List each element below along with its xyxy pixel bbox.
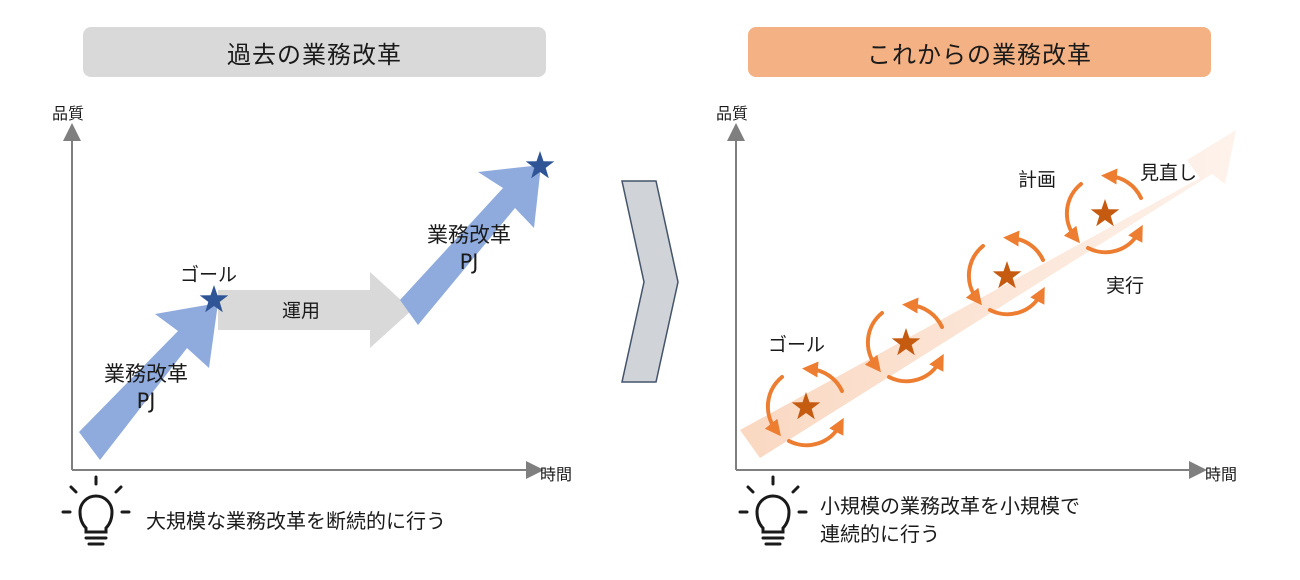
project-label-1: 業務改革 PJ xyxy=(104,361,188,415)
left-axes xyxy=(63,123,544,479)
cycle-arrows-icon xyxy=(764,168,1143,448)
right-note: 小規模の業務改革を小規模で 連続的に行う xyxy=(820,492,1080,548)
final-star-icon xyxy=(525,151,555,179)
right-x-axis-label: 時間 xyxy=(1205,465,1238,484)
cycle-star-icon xyxy=(791,392,821,420)
left-panel-title: 過去の業務改革 xyxy=(83,27,546,77)
operation-label: 運用 xyxy=(282,300,321,322)
cycle-star-icon xyxy=(891,328,921,356)
goal-star-icon xyxy=(199,285,229,313)
right-y-axis-label: 品質 xyxy=(716,104,749,123)
project-arrow-1 xyxy=(79,303,218,460)
lightbulb-icon xyxy=(738,475,808,546)
left-x-axis-label: 時間 xyxy=(540,465,573,484)
project-label-2-line2: PJ xyxy=(459,250,479,274)
review-label: 見直し xyxy=(1140,162,1198,184)
left-y-axis-label: 品質 xyxy=(52,104,85,123)
cycle-star-icon xyxy=(992,261,1022,289)
right-axes xyxy=(727,123,1207,479)
right-panel-title: これからの業務改革 xyxy=(748,27,1211,77)
operation-arrow xyxy=(218,272,412,348)
cycle-stars xyxy=(791,199,1120,420)
left-note: 大規模な業務改革を断続的に行う xyxy=(146,509,446,533)
right-note-line2: 連続的に行う xyxy=(820,522,940,546)
right-note-line1: 小規模の業務改革を小規模で xyxy=(820,494,1080,518)
project-arrow-2 xyxy=(400,165,541,325)
plan-label: 計画 xyxy=(1018,169,1057,191)
cycle-star-icon xyxy=(1090,199,1120,227)
project-label-1-line2: PJ xyxy=(136,389,156,413)
lightbulb-icon xyxy=(61,475,131,546)
execute-label: 実行 xyxy=(1106,275,1145,297)
chevron-right-icon xyxy=(621,180,679,383)
project-label-1-line1: 業務改革 xyxy=(104,362,188,386)
goal-label: ゴール xyxy=(180,264,238,286)
right-goal-label: ゴール xyxy=(768,334,826,356)
project-label-2: 業務改革 PJ xyxy=(427,222,511,276)
improvement-trend-arrow xyxy=(740,130,1236,458)
project-label-2-line1: 業務改革 xyxy=(427,223,511,247)
